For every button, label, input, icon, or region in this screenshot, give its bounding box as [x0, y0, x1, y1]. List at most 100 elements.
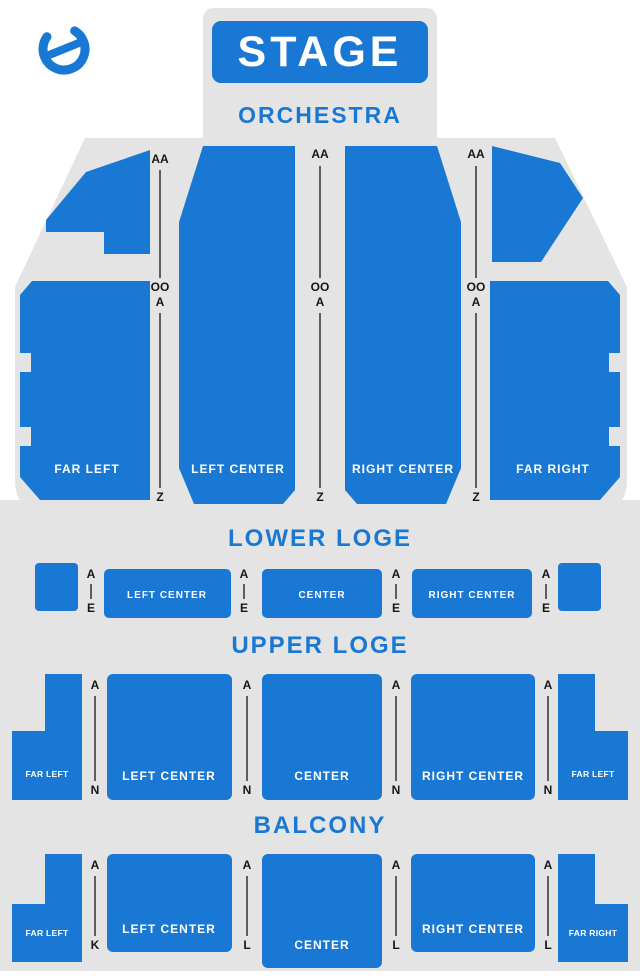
- stage-label: STAGE: [238, 28, 403, 76]
- orchestra-far-left[interactable]: FAR LEFT: [20, 281, 150, 500]
- balcony-far-right[interactable]: FAR RIGHT: [558, 854, 628, 962]
- upper-loge-right-center[interactable]: RIGHT CENTER: [411, 674, 535, 800]
- orchestra-far-right-shape: [490, 281, 620, 500]
- balcony-far-left-label: FAR LEFT: [25, 928, 69, 938]
- balcony-center-label: CENTER: [294, 938, 349, 952]
- row-letter: N: [392, 783, 401, 797]
- lower-loge-center[interactable]: CENTER: [262, 569, 382, 618]
- lower-loge-title: LOWER LOGE: [228, 525, 412, 552]
- balcony-row-marker-3: A L: [392, 858, 401, 952]
- balcony-far-left-shape: [12, 854, 82, 962]
- row-letter: N: [243, 783, 252, 797]
- balcony-center-shape: [262, 854, 382, 968]
- balcony-left-center[interactable]: LEFT CENTER: [107, 854, 232, 952]
- lower-loge-far-right-box[interactable]: [558, 563, 601, 611]
- upper-loge-center[interactable]: CENTER: [262, 674, 382, 800]
- lower-loge-right-center-shape: [412, 569, 532, 618]
- balcony-center[interactable]: CENTER: [262, 854, 382, 968]
- orchestra-row-marker-center: AA OO A Z: [311, 147, 330, 504]
- lower-loge-center-shape: [262, 569, 382, 618]
- orchestra-floor: [15, 138, 627, 512]
- row-letter: E: [392, 601, 400, 615]
- orchestra-left-center-shape: [179, 146, 295, 504]
- row-letter: N: [91, 783, 100, 797]
- row-letter: A: [91, 678, 100, 692]
- lower-loge-far-left-box[interactable]: [35, 563, 78, 611]
- upper-loge-right-center-label: RIGHT CENTER: [422, 769, 524, 783]
- row-letter: A: [392, 678, 401, 692]
- row-letter: L: [243, 938, 250, 952]
- balcony-right-center[interactable]: RIGHT CENTER: [411, 854, 535, 952]
- orchestra-far-left-label: FAR LEFT: [54, 462, 119, 476]
- balcony-title: BALCONY: [254, 812, 387, 839]
- orchestra-left-center[interactable]: LEFT CENTER: [179, 146, 295, 504]
- balcony-row-marker-4: A L: [544, 858, 553, 952]
- row-letter: OO: [151, 280, 170, 294]
- orchestra-far-right-upper[interactable]: [492, 146, 583, 262]
- lower-loge-left-center-label: LEFT CENTER: [127, 590, 207, 601]
- lower-loge-left-center[interactable]: LEFT CENTER: [104, 569, 231, 618]
- balcony-right-center-label: RIGHT CENTER: [422, 922, 524, 936]
- row-letter: A: [240, 567, 249, 581]
- lower-loge-left-center-shape: [104, 569, 231, 618]
- upper-loge-right-center-shape: [411, 674, 535, 800]
- row-letter: OO: [467, 280, 486, 294]
- row-letter: A: [243, 678, 252, 692]
- row-letter: AA: [467, 147, 485, 161]
- lower-loge-row-marker-4: A E: [542, 567, 551, 615]
- row-letter: L: [544, 938, 551, 952]
- balcony-row-marker-2: A L: [243, 858, 252, 952]
- orchestra-title: ORCHESTRA: [238, 102, 402, 128]
- lower-loge-row-marker-2: A E: [240, 567, 249, 615]
- orchestra-far-left-shape: [20, 281, 150, 500]
- row-letter: A: [316, 295, 325, 309]
- upper-loge-row-marker-1: A N: [91, 678, 100, 797]
- row-letter: A: [156, 295, 165, 309]
- orchestra-left-center-label: LEFT CENTER: [191, 462, 285, 476]
- orchestra-far-right-label: FAR RIGHT: [516, 462, 590, 476]
- row-letter: A: [392, 858, 401, 872]
- row-letter: Z: [156, 490, 163, 504]
- orchestra-right-center[interactable]: RIGHT CENTER: [345, 146, 461, 504]
- brand-logo: [38, 23, 90, 75]
- upper-loge-title: UPPER LOGE: [231, 632, 408, 659]
- row-letter: A: [542, 567, 551, 581]
- upper-loge-far-right-label: FAR LEFT: [571, 769, 615, 779]
- balcony-left-center-shape: [107, 854, 232, 952]
- stage-box: [212, 21, 428, 83]
- upper-loge-left-center[interactable]: LEFT CENTER: [107, 674, 232, 800]
- upper-loge-far-left-label: FAR LEFT: [25, 769, 69, 779]
- upper-loge-far-right-shape: [558, 674, 628, 800]
- upper-loge-far-left[interactable]: FAR LEFT: [12, 674, 82, 800]
- lower-loge-center-label: CENTER: [298, 590, 345, 601]
- row-letter: A: [544, 678, 553, 692]
- row-letter: A: [87, 567, 96, 581]
- orchestra-right-center-label: RIGHT CENTER: [352, 462, 454, 476]
- upper-loge-far-right[interactable]: FAR LEFT: [558, 674, 628, 800]
- balcony-section: FAR LEFT A K LEFT CENTER A L CENTER A L: [12, 854, 628, 968]
- row-letter: A: [472, 295, 481, 309]
- row-letter: K: [91, 938, 100, 952]
- lower-loge-section: A E LEFT CENTER A E CENTER A E RIGHT CEN…: [35, 563, 601, 618]
- row-letter: E: [542, 601, 550, 615]
- balcony-far-right-label: FAR RIGHT: [569, 928, 618, 938]
- lower-loge-right-center[interactable]: RIGHT CENTER: [412, 569, 532, 618]
- row-letter: L: [392, 938, 399, 952]
- row-letter: E: [240, 601, 248, 615]
- orchestra-section: FAR LEFT LEFT CENTER RIGHT CENTER FAR RI…: [20, 146, 620, 504]
- balcony-left-center-label: LEFT CENTER: [122, 922, 216, 936]
- balcony-far-left[interactable]: FAR LEFT: [12, 854, 82, 962]
- row-letter: N: [544, 783, 553, 797]
- row-letter: A: [91, 858, 100, 872]
- orchestra-row-marker-left: AA OO A Z: [151, 152, 170, 504]
- balcony-right-center-shape: [411, 854, 535, 952]
- orchestra-far-right[interactable]: FAR RIGHT: [490, 281, 620, 500]
- lower-loge-row-marker-1: A E: [87, 567, 96, 615]
- upper-loge-row-marker-2: A N: [243, 678, 252, 797]
- row-letter: AA: [151, 152, 169, 166]
- orchestra-row-marker-right: AA OO A Z: [467, 147, 486, 504]
- orchestra-far-left-upper[interactable]: [46, 150, 150, 254]
- row-letter: A: [392, 567, 401, 581]
- row-letter: E: [87, 601, 95, 615]
